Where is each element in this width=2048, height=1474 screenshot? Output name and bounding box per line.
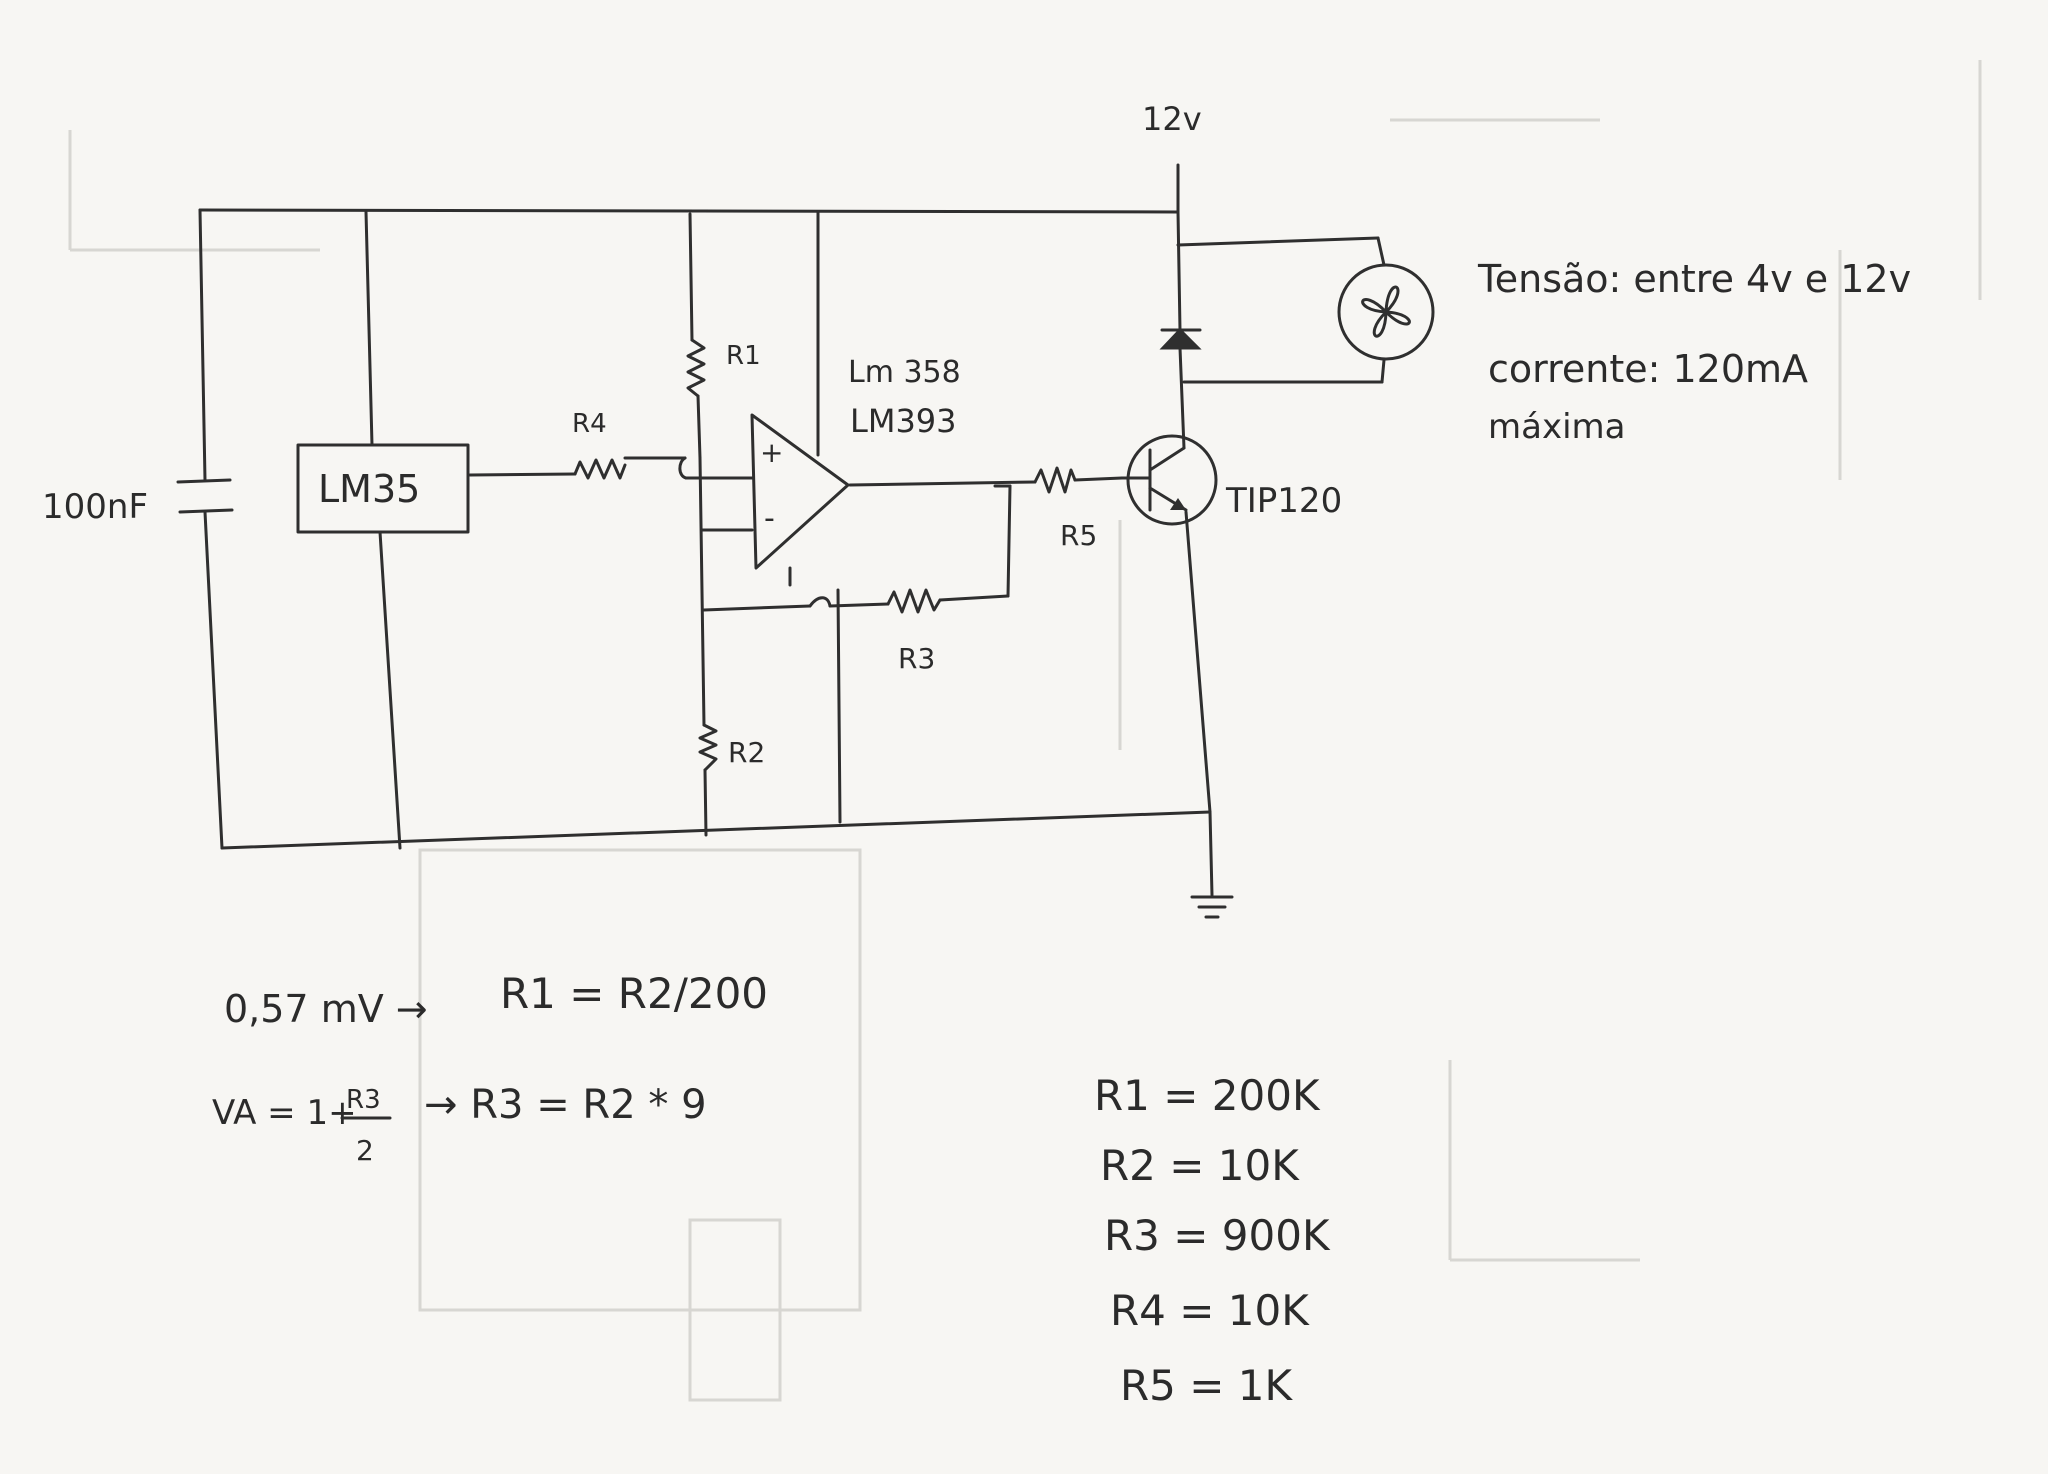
r5-label: R5 (1060, 519, 1097, 552)
fan-current-spec-max: máxima (1488, 407, 1625, 447)
opamp-minus-sign: - (764, 501, 775, 536)
resistor-value-r1: R1 = 200K (1094, 1071, 1321, 1120)
circuit-wiring (198, 163, 1386, 897)
capacitor-label: 100nF (42, 487, 148, 527)
r2-label: R2 (728, 736, 765, 769)
equation-1-lhs: 0,57 mV → (224, 987, 428, 1031)
lm35-sensor-box (296, 443, 470, 534)
equation-2-lhs: VA = 1+ (212, 1093, 357, 1133)
supply-voltage-label: 12v (1142, 100, 1202, 138)
resistor-r4-icon (573, 458, 627, 480)
ground-icon (1190, 895, 1234, 919)
opamp-label-lm358: Lm 358 (848, 355, 961, 390)
opamp-triangle (750, 413, 850, 570)
resistor-r3-icon (886, 588, 942, 614)
transistor-icon (1120, 434, 1218, 526)
diode-icon (1159, 327, 1202, 350)
transistor-label: TIP120 (1225, 481, 1342, 521)
resistor-r2-icon (698, 723, 718, 772)
equation-2-denominator: 2 (356, 1134, 374, 1167)
resistor-value-r2: R2 = 10K (1100, 1141, 1300, 1190)
r3-label: R3 (898, 642, 935, 675)
bleed-through (68, 60, 1982, 1402)
capacitor-icon (176, 478, 234, 514)
opamp-plus-sign: + (760, 436, 783, 469)
equation-2-numerator: R3 (346, 1085, 381, 1115)
fan-voltage-spec: Tensão: entre 4v e 12v (1477, 257, 1911, 301)
resistor-value-r4: R4 = 10K (1110, 1286, 1310, 1335)
r4-label: R4 (572, 409, 607, 439)
resistor-r5-icon (1033, 466, 1077, 494)
resistor-value-r5: R5 = 1K (1120, 1361, 1294, 1410)
fan-icon (1337, 263, 1435, 361)
r1-label: R1 (726, 341, 761, 371)
fan-current-spec: corrente: 120mA (1488, 347, 1808, 391)
lm35-label: LM35 (318, 467, 420, 511)
resistor-value-r3: R3 = 900K (1104, 1211, 1331, 1260)
equation-1-rhs: R1 = R2/200 (500, 969, 768, 1018)
opamp-label-lm393: LM393 (850, 402, 957, 440)
equation-2-rhs: → R3 = R2 * 9 (424, 1082, 707, 1128)
resistor-r1-icon (686, 338, 706, 398)
